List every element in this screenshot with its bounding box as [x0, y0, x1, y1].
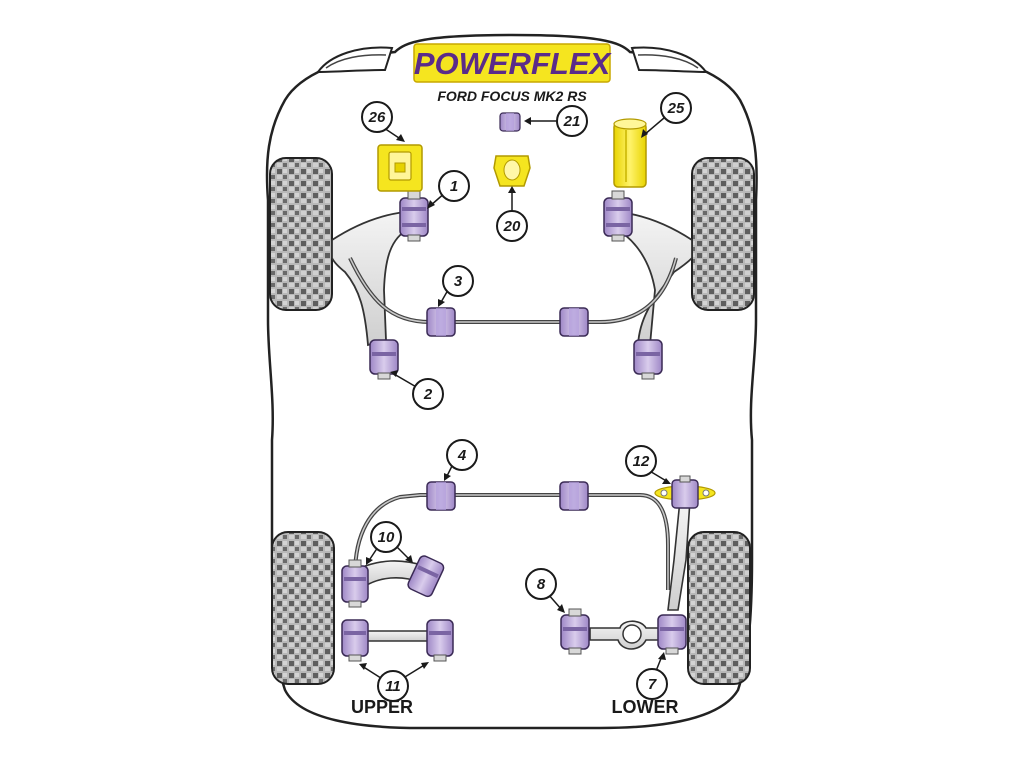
- bush-front-right-2: [633, 339, 663, 380]
- svg-text:12: 12: [633, 453, 650, 470]
- brand-text: POWERFLEX: [414, 46, 613, 81]
- callout-26: 26: [361, 101, 393, 133]
- svg-text:4: 4: [457, 447, 467, 464]
- svg-text:11: 11: [385, 678, 401, 695]
- leader-25: [643, 117, 665, 136]
- callout-8: 8: [525, 568, 557, 600]
- svg-text:7: 7: [648, 676, 657, 693]
- callout-3: 3: [442, 265, 474, 297]
- left-inner-mirror: [325, 54, 387, 69]
- callout-21: 21: [556, 105, 588, 137]
- bush-rear-upper-11-left: [341, 619, 369, 662]
- callout-25: 25: [660, 92, 692, 124]
- left-mirror: [316, 46, 394, 74]
- section-label-lower: LOWER: [612, 697, 679, 717]
- leader-2: [393, 373, 419, 389]
- part-26-engine-mount: [377, 144, 423, 192]
- bush-front-arb-right-3: [559, 307, 589, 337]
- right-mirror: [630, 46, 708, 74]
- svg-text:26: 26: [368, 109, 386, 126]
- bush-front-left-2: [369, 339, 399, 380]
- part-20-yellow-insert: [493, 155, 531, 187]
- bush-front-arb-left-3: [426, 307, 456, 337]
- svg-text:2: 2: [423, 386, 433, 403]
- svg-text:21: 21: [563, 113, 581, 130]
- front-right-tyre: [691, 157, 755, 311]
- callout-2: 2: [412, 378, 444, 410]
- bush-rear-12: [654, 475, 716, 509]
- rear-left-tyre: [271, 531, 335, 685]
- bush-rear-8: [560, 608, 590, 655]
- bush-rear-7: [657, 614, 687, 655]
- svg-text:8: 8: [537, 576, 546, 593]
- part-25-yellow-cylinder: [613, 118, 647, 188]
- callout-7: 7: [636, 668, 668, 700]
- bush-rear-left-10a: [341, 559, 369, 608]
- bush-front-right-1: [603, 190, 633, 242]
- callout-10: 10: [370, 521, 402, 553]
- front-left-tyre: [269, 157, 333, 311]
- callout-arrowheads: [359, 117, 671, 670]
- svg-text:10: 10: [378, 529, 395, 546]
- svg-text:1: 1: [450, 178, 458, 195]
- bush-rear-left-10b: [407, 555, 445, 598]
- front-left-wishbone: [331, 211, 412, 347]
- bush-front-left-1: [399, 190, 429, 242]
- svg-text:25: 25: [667, 100, 685, 117]
- section-label-upper: UPPER: [351, 697, 413, 717]
- model-text: FORD FOCUS MK2 RS: [437, 88, 587, 104]
- powerflex-logo: POWERFLEX: [413, 43, 613, 83]
- bush-rear-upper-11-right: [426, 619, 454, 662]
- part-21-small-bush: [499, 112, 521, 132]
- bush-rear-arb-left-4: [426, 481, 456, 511]
- callout-12: 12: [625, 445, 657, 477]
- callout-11: 11: [377, 670, 409, 702]
- callout-1: 1: [438, 170, 470, 202]
- bush-rear-arb-right-4: [559, 481, 589, 511]
- right-inner-mirror: [637, 54, 699, 69]
- rear-right-tyre: [687, 531, 751, 685]
- callout-20: 20: [496, 210, 528, 242]
- svg-text:20: 20: [503, 218, 521, 235]
- callout-4: 4: [446, 439, 478, 471]
- svg-text:3: 3: [454, 273, 463, 290]
- car-body-outline: [265, 33, 758, 730]
